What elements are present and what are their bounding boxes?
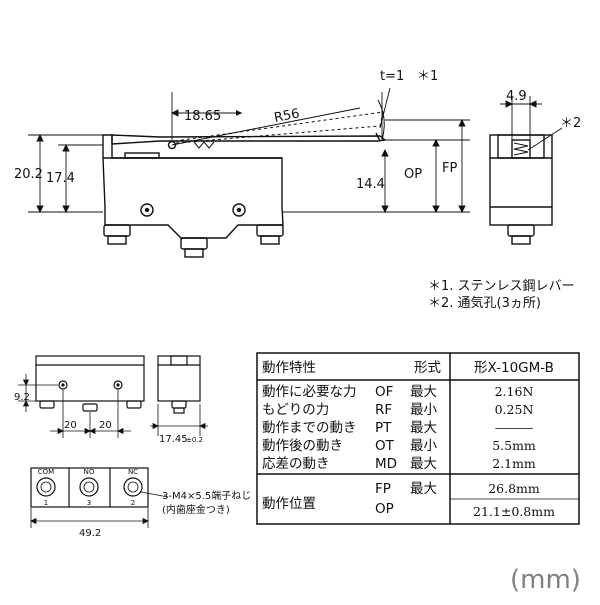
- note-terminal-screw: 3-M4×5.5端子ねじ: [162, 489, 251, 502]
- terminal-com: [36, 477, 56, 497]
- side-spring: [513, 142, 529, 156]
- table-row-value: 5.5mm: [492, 438, 536, 453]
- spec-table: [256, 352, 580, 525]
- table-row-name: 応差の動き: [262, 456, 330, 472]
- table-row-code: MD: [375, 456, 397, 472]
- label-tolerance: ±0.2: [186, 436, 203, 444]
- terminal-no: [79, 477, 99, 497]
- label-note-1-mark: ＊1: [417, 69, 438, 84]
- label-op: OP: [404, 167, 422, 182]
- terminal-labels: COM NO NC 1 3 2 3-M4×5.5端子ねじ (内歯座金つき) 49…: [38, 468, 251, 539]
- note-lever-material: ＊1. ステンレス鋼レバー: [428, 279, 575, 294]
- side-body-outline: [489, 134, 553, 226]
- table-header-model: 形X-10GM-B: [474, 360, 554, 376]
- side-view-dimensions: [500, 96, 563, 151]
- label-note-2-mark: ＊2: [560, 116, 581, 131]
- switch-body-outline: [102, 134, 284, 239]
- label-17-45: 17.45: [159, 434, 188, 445]
- plunger-cap: [124, 152, 160, 159]
- terminal-nc: [123, 477, 143, 497]
- table-row-code: OF: [375, 384, 393, 400]
- table-row-qualifier: 最大: [410, 384, 437, 400]
- table-row-qualifier: 最小: [410, 438, 437, 454]
- label-fp: FP: [442, 161, 457, 176]
- table-fp-code: FP: [375, 481, 391, 497]
- label-thickness: t=1: [380, 69, 404, 84]
- table-op-code: OP: [375, 501, 394, 517]
- table-row-code: RF: [375, 402, 392, 418]
- table-fp-qual: 最大: [410, 481, 437, 497]
- table-row-code: PT: [375, 420, 392, 436]
- label-17-4: 17.4: [46, 171, 75, 186]
- front-view-dimensions: [28, 87, 470, 214]
- terminal-view-dimensions: [30, 491, 169, 528]
- label-18-65: 18.65: [184, 109, 221, 124]
- mount-hole-right: [232, 203, 246, 217]
- side-view: [489, 134, 553, 245]
- mount-hole-left: [140, 203, 154, 217]
- terminal-screw-no: [180, 237, 208, 250]
- front-view: [102, 99, 387, 258]
- label-r56: R56: [273, 106, 301, 126]
- terminal-label-nc: NC: [128, 468, 138, 476]
- table-position-name: 動作位置: [262, 496, 316, 512]
- screw-leader-line: [140, 491, 169, 498]
- label-20-left: 20: [64, 420, 77, 431]
- table-row-value: 2.16N: [495, 384, 534, 399]
- spec-table-rows: 動作に必要な力 OF 最大 2.16N もどりの力 RF 最小 0.25N 動作までの動き PT 最…: [262, 384, 536, 472]
- table-row-name: 動作に必要な力: [262, 384, 357, 400]
- unit-label: (mm): [510, 565, 581, 595]
- vent-leader-line: [527, 127, 563, 151]
- terminal-block-outline: [30, 467, 149, 508]
- table-row-name: 動作までの動き: [262, 420, 357, 436]
- terminal-number-2: 2: [131, 499, 135, 507]
- table-row-qualifier: 最大: [410, 456, 437, 472]
- table-op-value: 21.1±0.8mm: [473, 504, 555, 519]
- note-vent-holes: ＊2. 通気孔(3ヵ所): [428, 295, 541, 311]
- lever-pivot: [167, 140, 177, 150]
- terminal-screw-com: [103, 224, 131, 237]
- terminal-number-3: 3: [87, 499, 91, 507]
- terminal-view: [30, 467, 149, 508]
- spec-table-header: 動作特性 形式 形X-10GM-B: [262, 360, 554, 376]
- label-14-4: 14.4: [356, 177, 385, 192]
- table-row-value: ―――: [495, 420, 533, 435]
- label-49-2: 49.2: [79, 528, 101, 539]
- label-4-9: 4.9: [506, 89, 527, 104]
- table-row-qualifier: 最小: [410, 402, 437, 418]
- terminal-label-com: COM: [38, 468, 54, 476]
- lever-end-hook: [375, 132, 381, 142]
- table-row-value: 2.1mm: [492, 456, 536, 471]
- table-row-code: OT: [375, 438, 395, 454]
- mount-view: [35, 355, 201, 414]
- label-20-right: 20: [99, 420, 112, 431]
- lever-arm: [111, 134, 387, 145]
- lever-spring: [193, 141, 215, 149]
- radius-arc-r56: [171, 107, 361, 146]
- mount-side-outline: [157, 355, 201, 402]
- mount-body-outline: [35, 355, 145, 402]
- table-row-qualifier: 最大: [410, 420, 437, 436]
- note-washer: (内歯座金つき): [162, 503, 230, 516]
- spec-table-position: 動作位置 FP 最大 26.8mm OP 21.1±0.8mm: [262, 481, 555, 519]
- mount-view-dimensions: [18, 374, 208, 438]
- table-row-value: 0.25N: [495, 402, 534, 417]
- table-header-characteristic: 動作特性: [262, 360, 316, 376]
- label-9-2: 9.2: [14, 392, 30, 403]
- side-terminal: [507, 224, 535, 237]
- terminal-screw-nc: [256, 224, 284, 237]
- label-20-2: 20.2: [14, 167, 43, 182]
- table-header-type: 形式: [414, 360, 441, 376]
- front-view-labels: t=1 ＊1 18.65 R56 20.2 17.4 14.4 OP FP: [14, 69, 457, 192]
- table-fp-value: 26.8mm: [488, 481, 540, 496]
- lever-swing-dashed: [174, 111, 384, 144]
- table-row-name: もどりの力: [262, 402, 329, 418]
- terminal-label-no: NO: [84, 468, 95, 476]
- terminal-number-1: 1: [44, 499, 48, 507]
- table-row-name: 動作後の動き: [262, 438, 343, 454]
